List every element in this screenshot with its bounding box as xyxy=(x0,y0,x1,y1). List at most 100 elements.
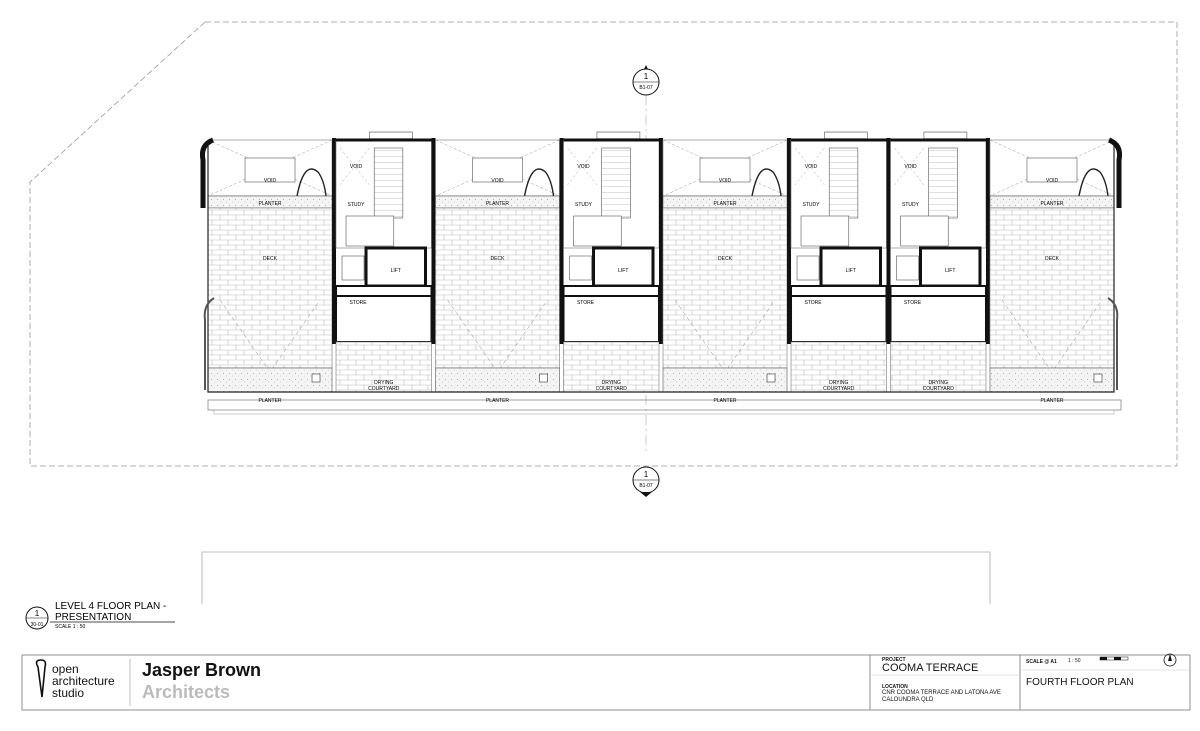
drawing-title-line2: PRESENTATION xyxy=(55,612,131,623)
scale-label: SCALE @ A1 xyxy=(1026,659,1057,665)
drying-label-line2: COURTYARD xyxy=(823,386,855,392)
void-label: VOID xyxy=(264,178,277,184)
deck-area xyxy=(207,207,333,369)
dining-table xyxy=(699,157,751,183)
project-label: PROJECT xyxy=(882,657,906,663)
store-label: STORE xyxy=(577,300,595,306)
dining-table xyxy=(472,157,523,183)
curved-feature-wall xyxy=(523,168,555,197)
planter-top-label: PLANTER xyxy=(1040,201,1063,207)
dining-table xyxy=(244,157,296,183)
study-label: STUDY xyxy=(902,202,920,208)
east-curved-wall xyxy=(1107,297,1119,390)
deck-label: DECK xyxy=(263,256,278,262)
void-cross xyxy=(662,139,788,197)
party-wall xyxy=(886,138,891,344)
location-label: LOCATION xyxy=(882,684,908,690)
lift-shaft xyxy=(364,246,428,288)
curved-feature-wall xyxy=(751,168,782,197)
lower-boundary-box xyxy=(201,551,991,604)
studio-name-line3: studio xyxy=(52,686,85,700)
void-cross xyxy=(989,139,1115,197)
drying-label-line1: DRYING xyxy=(602,380,621,386)
drawing-title: 1 30-01 LEVEL 4 FLOOR PLAN - PRESENTATIO… xyxy=(25,601,175,630)
store-room xyxy=(562,295,660,343)
planter-bottom-label: PLANTER xyxy=(713,398,736,404)
slab-lower-edge xyxy=(213,409,1115,415)
party-wall xyxy=(985,138,990,344)
deck-label: DECK xyxy=(718,256,733,262)
planter-bottom-label: PLANTER xyxy=(486,398,509,404)
planter-bottom xyxy=(207,367,333,393)
planter-top-label: PLANTER xyxy=(258,201,281,207)
lift-lobby xyxy=(569,255,592,281)
void-label: VOID xyxy=(719,178,732,184)
store-label: STORE xyxy=(904,300,922,306)
services-band xyxy=(335,285,433,297)
drying-courtyard xyxy=(563,341,660,393)
study-desk xyxy=(573,215,622,247)
lift-label: LIFT xyxy=(846,268,856,274)
study-desk xyxy=(900,215,949,247)
planter-top-label: PLANTER xyxy=(486,201,509,207)
unit-3-deck: VOID PLANTER DECK PLANTER xyxy=(435,138,564,404)
party-wall xyxy=(332,138,337,344)
planter-bottom xyxy=(662,367,788,393)
void-cross xyxy=(794,147,825,186)
deck-label: DECK xyxy=(491,256,506,262)
section-marker-bottom-number: 1 xyxy=(644,470,649,479)
studio-name-line2: architecture xyxy=(52,674,115,688)
section-marker-top-number: 1 xyxy=(644,72,649,81)
curved-feature-wall xyxy=(296,168,327,197)
drawing-title-line1: LEVEL 4 FLOOR PLAN - xyxy=(55,601,166,612)
section-marker-top: 1 B1-07 xyxy=(632,65,660,96)
void-label: VOID xyxy=(491,178,504,184)
drying-courtyard xyxy=(335,341,432,393)
store-room xyxy=(790,295,888,343)
lift-lobby xyxy=(341,255,365,281)
lift-lobby xyxy=(896,255,919,281)
sheet-title: FOURTH FLOOR PLAN xyxy=(1026,677,1134,688)
studio-logo-icon xyxy=(35,659,47,698)
party-wall xyxy=(787,138,792,344)
scale-bar xyxy=(1099,656,1129,661)
stair xyxy=(373,147,404,219)
drying-label-line2: COURTYARD xyxy=(596,386,628,392)
study-label: STUDY xyxy=(803,202,821,208)
section-marker-bottom: 1 B1-07 xyxy=(632,466,660,497)
void-cross xyxy=(339,147,370,186)
store-label: STORE xyxy=(804,300,822,306)
drawing-title-scale: SCALE 1 : 50 xyxy=(55,624,86,630)
lift-shaft xyxy=(919,246,982,288)
stair xyxy=(828,147,859,219)
stair xyxy=(928,147,958,219)
drain-icon xyxy=(1093,373,1103,383)
lift-label: LIFT xyxy=(618,268,628,274)
curved-feature-wall xyxy=(1078,168,1109,197)
lift-label: LIFT xyxy=(945,268,955,274)
void-label: VOID xyxy=(1046,178,1059,184)
drain-icon xyxy=(766,373,776,383)
section-marker-bottom-sheet: B1-07 xyxy=(639,483,653,489)
study-label: STUDY xyxy=(575,202,593,208)
north-arrow-icon xyxy=(1163,653,1177,667)
lift-shaft xyxy=(592,246,655,288)
dining-table xyxy=(1026,157,1078,183)
services-band xyxy=(562,285,660,297)
services-band xyxy=(790,285,888,297)
drying-label-line2: COURTYARD xyxy=(923,386,955,392)
void-cross xyxy=(435,139,560,197)
drawing-title-sheet: 30-01 xyxy=(31,622,44,628)
building-outline xyxy=(207,140,1115,393)
void-cross xyxy=(207,139,333,197)
void-cross xyxy=(567,147,598,186)
firm-name: Jasper Brown xyxy=(142,660,262,680)
drain-icon xyxy=(539,373,548,383)
